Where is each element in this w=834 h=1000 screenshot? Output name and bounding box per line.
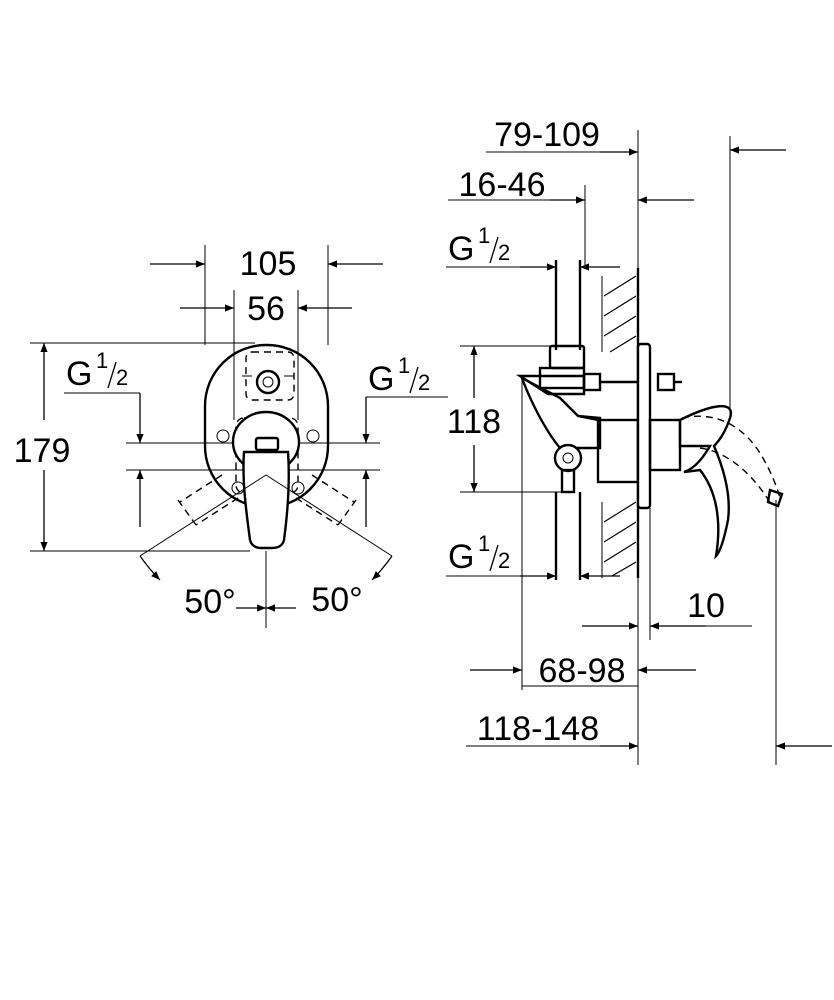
svg-text:2: 2 xyxy=(116,365,128,390)
depth-outer-label: 79-109 xyxy=(494,116,600,154)
svg-text:G: G xyxy=(368,360,394,398)
valve-body xyxy=(515,344,682,495)
thread-top-label: G 1 2 xyxy=(448,223,510,268)
width-inner-label: 56 xyxy=(247,290,285,328)
wall xyxy=(601,268,640,578)
svg-text:2: 2 xyxy=(498,240,510,265)
angle-left-label: 50° xyxy=(184,583,235,621)
angle-right-label: 50° xyxy=(311,581,362,619)
svg-text:2: 2 xyxy=(498,548,510,573)
lever-side xyxy=(648,404,784,560)
thread-right-label: G 1 2 xyxy=(366,353,448,398)
svg-text:2: 2 xyxy=(418,370,430,395)
thread-left-label: G 1 2 xyxy=(64,348,140,394)
svg-text:1: 1 xyxy=(96,348,108,373)
front-view: 105 56 179 G 1 2 G 1 2 xyxy=(14,245,448,628)
side-view: 79-109 16-46 G 1 2 118 G 1 2 xyxy=(446,116,832,765)
body-depth-label: 68-98 xyxy=(539,652,626,690)
inlet-right xyxy=(295,474,357,526)
body-height-label: 118 xyxy=(447,403,501,441)
svg-text:G: G xyxy=(66,355,92,393)
svg-text:G: G xyxy=(448,538,474,576)
total-depth-label: 118-148 xyxy=(477,710,599,748)
svg-text:G: G xyxy=(448,230,474,268)
svg-text:1: 1 xyxy=(478,223,490,248)
handle xyxy=(231,410,301,550)
depth-inner-label: 16-46 xyxy=(459,166,546,204)
width-total-label: 105 xyxy=(240,245,297,283)
plate-thickness-label: 10 xyxy=(687,587,725,625)
thread-bottom-label: G 1 2 xyxy=(448,531,510,576)
svg-text:1: 1 xyxy=(398,353,410,378)
inlet-left xyxy=(177,474,239,526)
svg-text:1: 1 xyxy=(478,531,490,556)
height-total-label: 179 xyxy=(14,432,71,470)
cover-plate-side xyxy=(636,342,652,510)
